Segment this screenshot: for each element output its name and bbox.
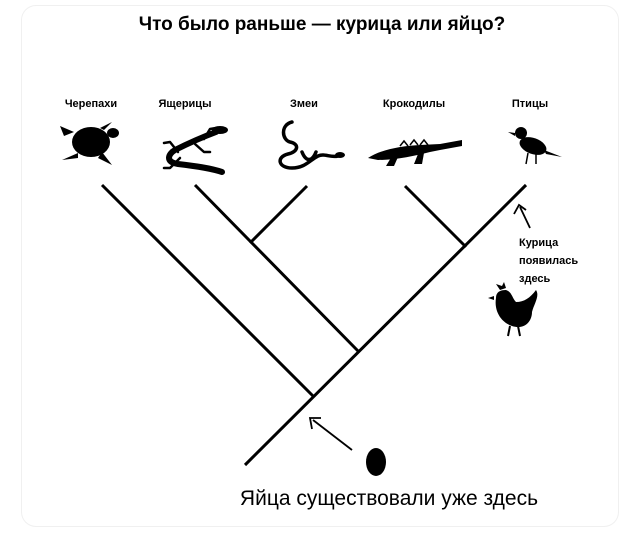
- snake-icon: [278, 120, 345, 170]
- chicken-note-line3: здесь: [519, 273, 551, 285]
- taxon-label-turtles: Черепахи: [65, 98, 117, 110]
- lizard-icon: [162, 126, 228, 175]
- page-title: Что было раньше — курица или яйцо?: [139, 14, 505, 35]
- chicken-arrow: [513, 203, 531, 229]
- chicken-icon: [488, 282, 538, 337]
- background-card: [22, 6, 618, 526]
- branch-crocodiles: [403, 184, 468, 249]
- chicken-note-line1: Курица: [519, 237, 559, 249]
- egg-note: Яйца существовали уже здесь: [240, 487, 538, 510]
- bird-icon: [508, 127, 562, 165]
- phylogenetic-tree: [100, 183, 528, 467]
- taxon-label-snakes: Змеи: [290, 98, 318, 110]
- taxon-label-crocodiles: Крокодилы: [383, 98, 445, 110]
- egg-icon: [366, 448, 386, 476]
- turtle-icon: [60, 122, 119, 165]
- taxon-label-lizards: Ящерицы: [159, 98, 212, 110]
- branch-root-birds: [243, 183, 528, 467]
- branch-turtles: [100, 183, 316, 399]
- branch-lepidosaurs: [193, 183, 361, 354]
- branch-snakes: [248, 184, 309, 245]
- crocodile-icon: [368, 138, 462, 166]
- taxon-label-birds: Птицы: [512, 98, 548, 110]
- chicken-note-line2: появилась: [519, 255, 578, 267]
- egg-arrow: [308, 417, 353, 451]
